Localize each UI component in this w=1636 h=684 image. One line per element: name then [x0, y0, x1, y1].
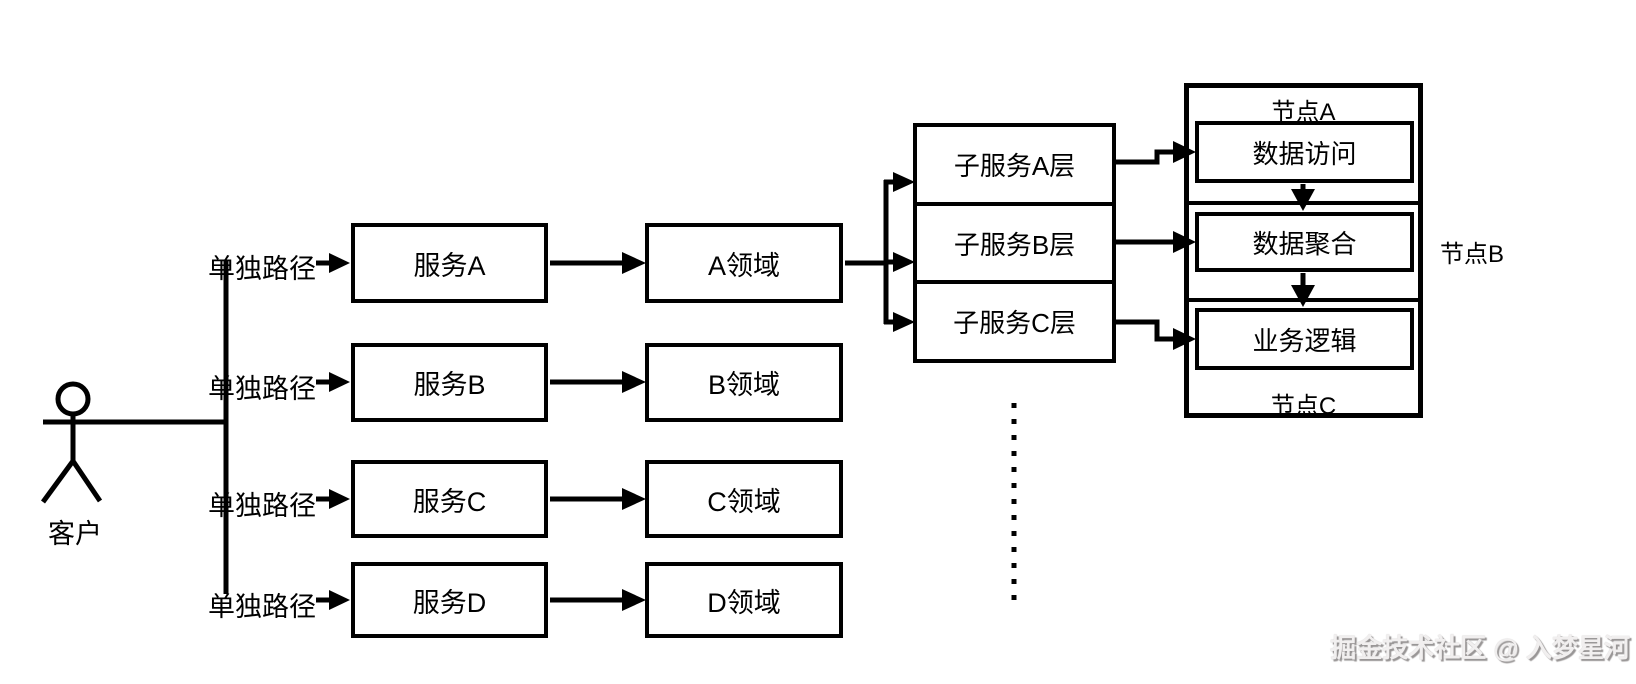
path-label-d: 单独路径 — [208, 592, 316, 622]
subservice-a-row: 子服务A层 — [917, 127, 1112, 206]
service-a-label: 服务A — [413, 250, 486, 281]
subservice-a-label: 子服务A层 — [953, 150, 1076, 181]
service-d-label: 服务D — [412, 587, 487, 618]
data-access-label: 数据访问 — [1252, 138, 1357, 169]
domain-fanout-arrowheads — [893, 172, 915, 332]
actor-label: 客户 — [48, 519, 102, 549]
service-b-label: 服务B — [413, 370, 486, 400]
path-arrowheads — [329, 253, 350, 610]
domain-a-label: A领域 — [707, 250, 780, 281]
subservice-c-row: 子服务C层 — [917, 284, 1112, 359]
business-logic-box: 业务逻辑 — [1195, 308, 1414, 370]
domain-c-box: C领域 — [645, 460, 843, 538]
path-arrows — [316, 260, 334, 603]
subservice-b-row: 子服务B层 — [917, 206, 1112, 285]
subservice-stack: 子服务A层 子服务B层 子服务C层 — [913, 123, 1116, 363]
actor-left-leg — [40, 459, 76, 504]
domain-fanout-lines — [845, 179, 895, 325]
service-a-box: 服务A — [351, 223, 548, 303]
domain-a-box: A领域 — [645, 223, 843, 303]
service-b-box: 服务B — [351, 343, 548, 422]
path-label-a: 单独路径 — [208, 254, 316, 284]
watermark: 掘金技术社区 @ 入梦星河 — [1330, 633, 1630, 663]
node-b-label: 节点B — [1440, 241, 1505, 268]
service-c-label: 服务C — [412, 486, 487, 517]
domain-c-label: C领域 — [707, 486, 781, 517]
domain-d-box: D领域 — [645, 562, 843, 638]
service-domain-arrows — [550, 260, 626, 603]
path-label-b: 单独路径 — [208, 374, 316, 404]
node-divider-1 — [1189, 201, 1418, 205]
data-aggregation-box: 数据聚合 — [1195, 212, 1414, 272]
actor-right-leg — [70, 459, 103, 503]
actor-head — [55, 381, 91, 417]
service-d-box: 服务D — [351, 562, 548, 638]
path-label-c: 单独路径 — [208, 491, 316, 521]
service-domain-arrowheads — [622, 252, 646, 611]
domain-d-label: D领域 — [707, 587, 781, 618]
domain-b-label: B领域 — [707, 370, 780, 400]
node-divider-2 — [1189, 298, 1418, 302]
data-access-box: 数据访问 — [1195, 121, 1414, 183]
business-logic-label: 业务逻辑 — [1252, 325, 1357, 356]
domain-b-box: B领域 — [645, 343, 843, 422]
data-aggregation-label: 数据聚合 — [1252, 228, 1357, 259]
stack-node-links — [1116, 149, 1176, 342]
node-c-label: 节点C — [1270, 393, 1337, 420]
subservice-c-label: 子服务C层 — [953, 308, 1076, 339]
service-c-box: 服务C — [351, 460, 548, 538]
subservice-b-label: 子服务B层 — [953, 229, 1076, 260]
node-group: 节点A 数据访问 数据聚合 业务逻辑 节点C — [1184, 83, 1423, 420]
